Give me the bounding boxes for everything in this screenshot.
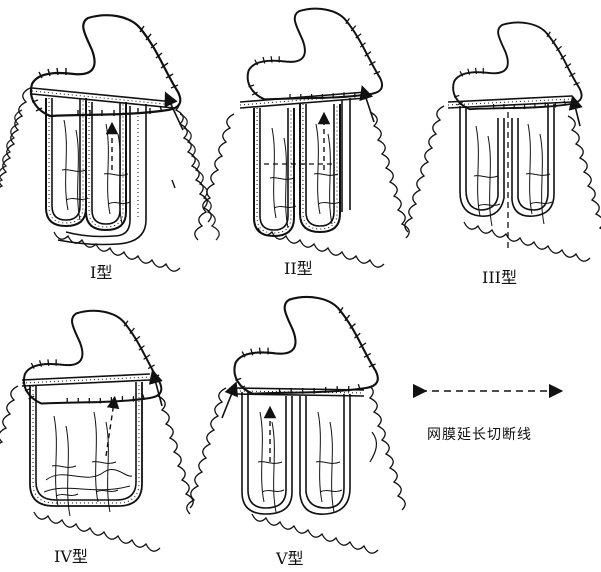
label-type-4: IV型 [54,547,88,566]
label-type-3: III型 [482,268,517,287]
panel-type-1 [0,14,220,272]
legend-label: 网膜延长切断线 [427,427,532,443]
label-type-2: II型 [284,259,313,278]
panel-type-5 [186,295,406,554]
label-type-1: I型 [90,263,113,282]
label-type-5: V型 [276,549,304,568]
panel-type-4 [0,309,194,552]
panel-type-3 [404,21,601,262]
panel-type-2 [194,7,410,268]
